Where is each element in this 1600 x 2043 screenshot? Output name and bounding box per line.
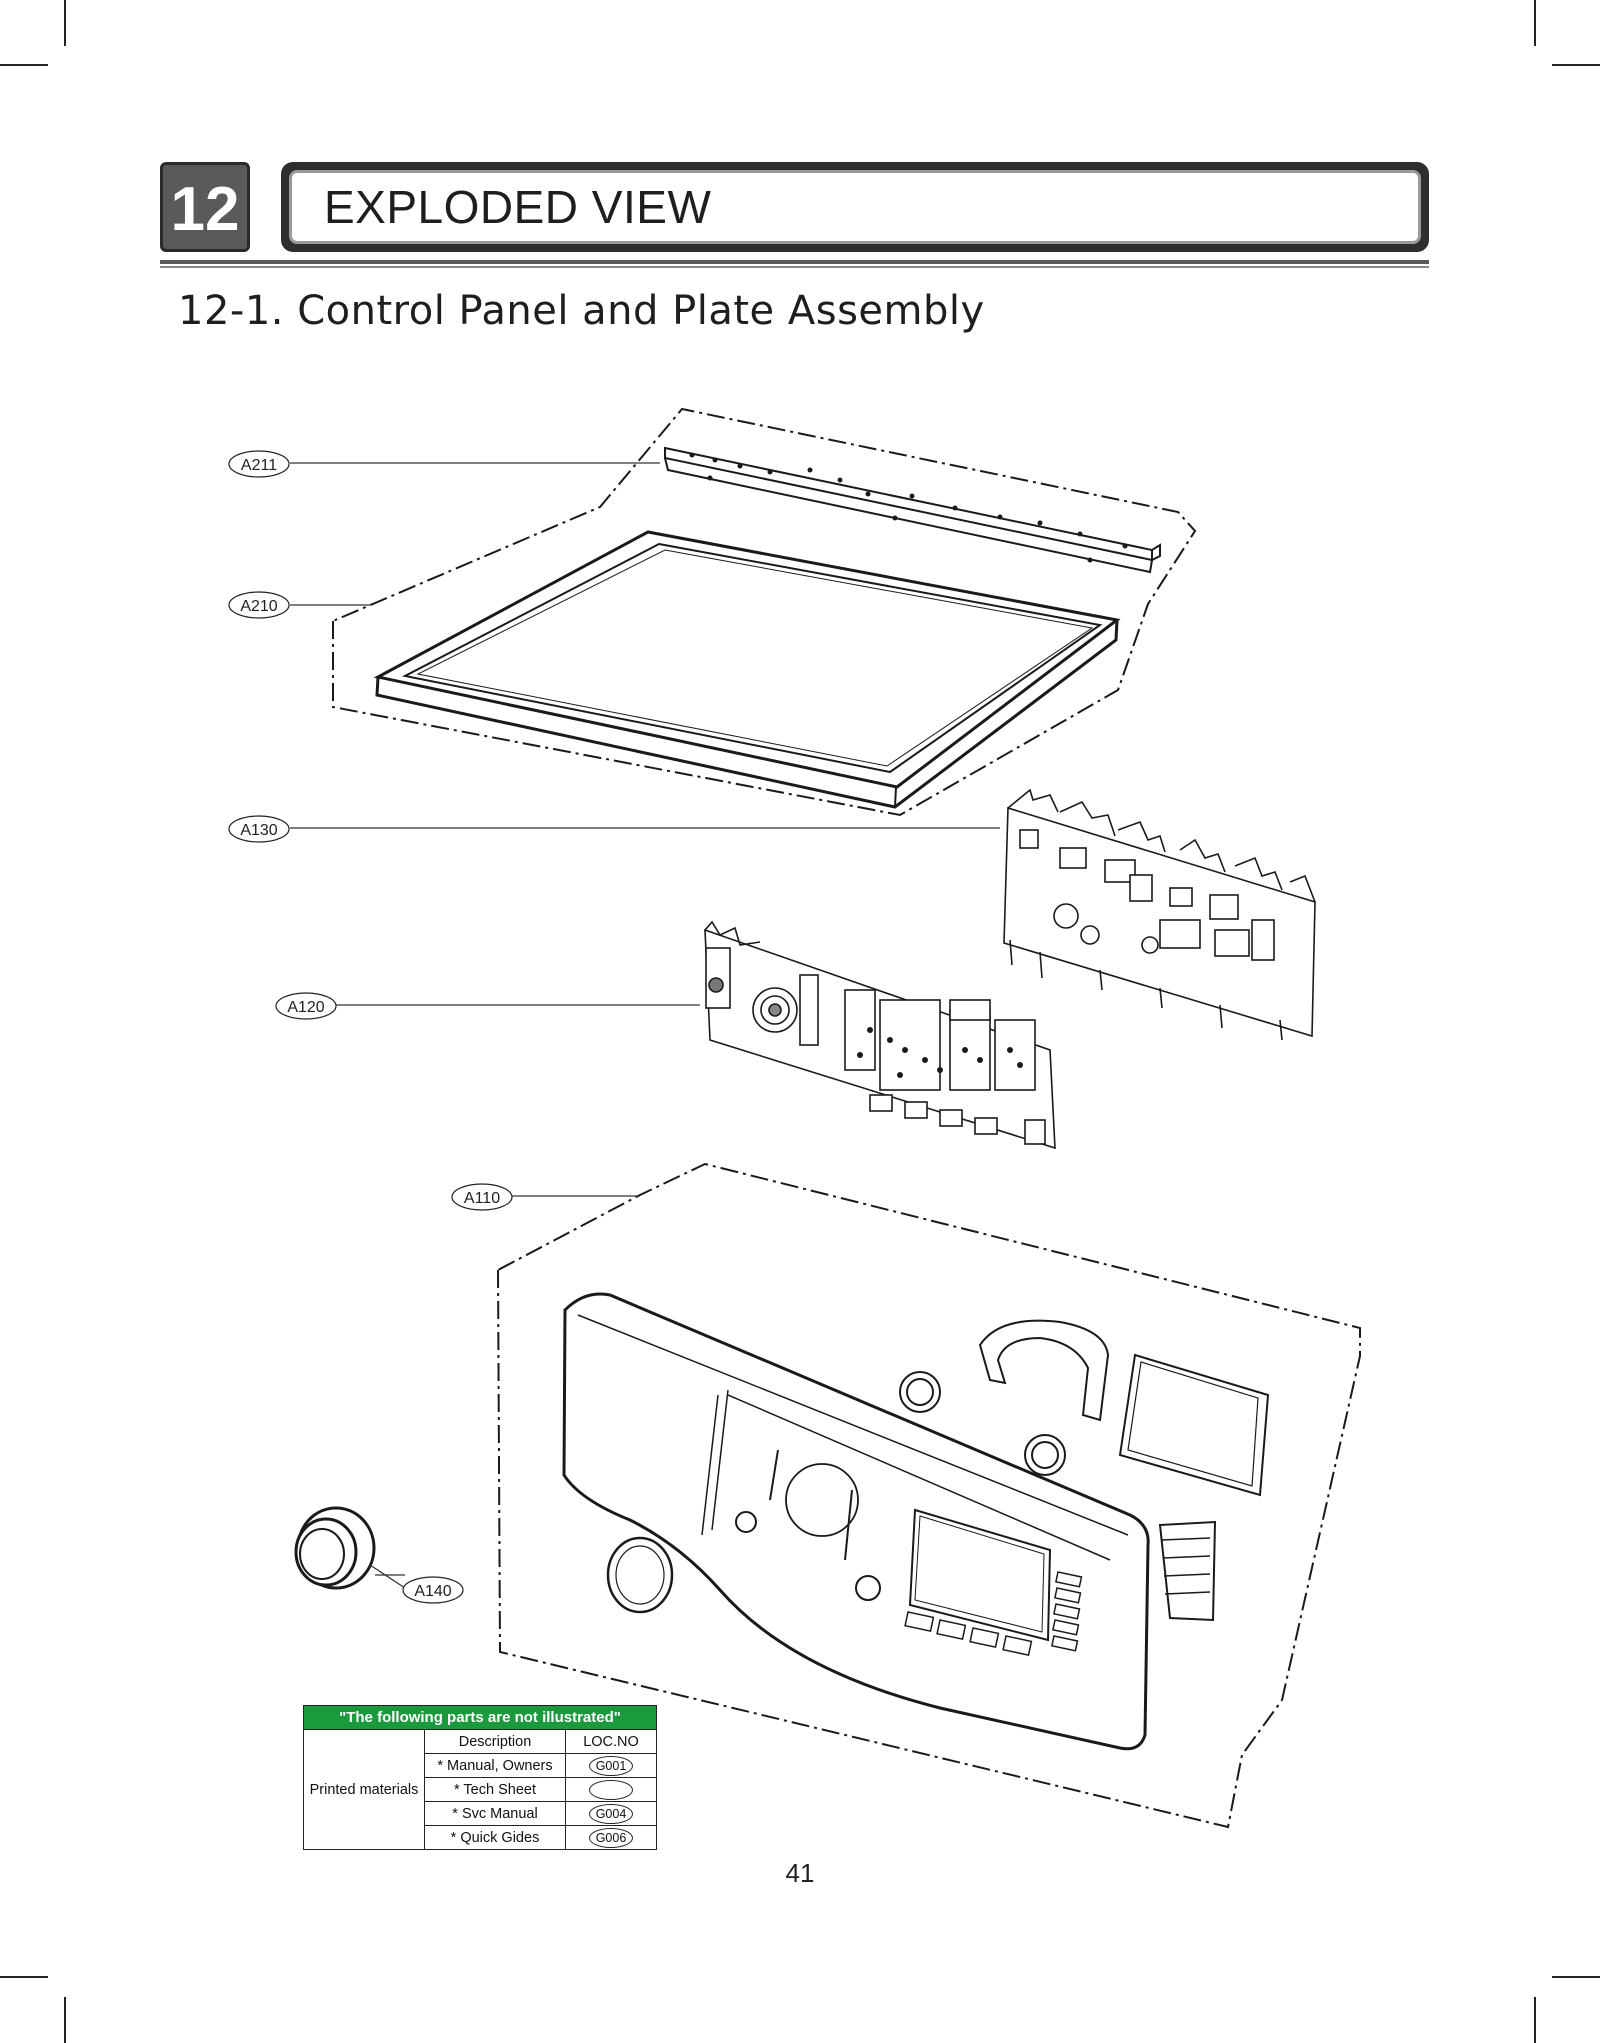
crop-mark (0, 1976, 48, 1978)
chapter-title: EXPLODED VIEW (324, 181, 712, 233)
top-plate-group-outline (332, 407, 1197, 817)
control-panel-cover-part (562, 1292, 1150, 1751)
panel-accessories (899, 1319, 1270, 1622)
callout-oval-a130 (228, 815, 290, 843)
top-plate-part (373, 530, 1121, 809)
callout-oval-a120 (275, 992, 337, 1020)
crop-mark (1534, 0, 1536, 46)
page-number: 41 (785, 1858, 815, 1888)
table-row: * Tech Sheet (304, 1777, 657, 1802)
pcb-housing-part (1003, 788, 1316, 1041)
callout-a120: A120 (287, 999, 324, 1016)
control-pcb-part (704, 920, 1056, 1150)
bracket-part (664, 446, 1161, 574)
group-cell: Printed materials (303, 1729, 425, 1850)
column-header-loc: LOC.NO (565, 1729, 657, 1754)
crop-mark (64, 1997, 66, 2043)
crop-mark (1534, 1997, 1536, 2043)
knob-part (294, 1506, 376, 1590)
callout-oval-a211 (228, 450, 290, 478)
callout-a210: A210 (240, 598, 277, 615)
crop-mark (0, 64, 48, 66)
section-title: 12-1. Control Panel and Plate Assembly (178, 288, 985, 334)
table-header: "The following parts are not illustrated… (303, 1705, 657, 1730)
callout-a211: A211 (241, 457, 277, 474)
row-description: * Svc Manual (424, 1801, 566, 1826)
callout-oval-a110 (451, 1183, 513, 1211)
column-header-description: Description (424, 1729, 566, 1754)
loc-number (589, 1779, 633, 1800)
crop-mark (64, 0, 66, 46)
chapter-title-frame: EXPLODED VIEW (281, 162, 1429, 252)
crop-mark (1552, 1976, 1600, 1978)
crop-mark (1552, 64, 1600, 66)
callout-a110: A110 (464, 1190, 500, 1207)
callout-a140: A140 (414, 1583, 451, 1600)
control-panel-group-outline (496, 1162, 1361, 1829)
callout-oval-a140 (402, 1576, 464, 1604)
callout-a130: A130 (240, 822, 277, 839)
header-rule-thin (160, 266, 1429, 268)
row-description: * Manual, Owners (424, 1753, 566, 1778)
callout-leaders (290, 462, 1000, 1589)
loc-number: G001 (589, 1755, 633, 1776)
header-rule (160, 260, 1429, 264)
loc-number: G006 (589, 1827, 633, 1848)
chapter-number-badge: 12 (160, 162, 250, 252)
row-description: * Quick Gides (424, 1825, 566, 1850)
parts-not-illustrated-table: "The following parts are not illustrated… (303, 1705, 657, 1850)
table-row: * Manual, Owners G001 (304, 1753, 657, 1778)
table-row: * Quick Gides G006 (304, 1825, 657, 1850)
row-description: * Tech Sheet (424, 1777, 566, 1802)
callout-ovals (228, 450, 513, 1604)
loc-number: G004 (589, 1803, 633, 1824)
callout-oval-a210 (228, 591, 290, 619)
table-row: * Svc Manual G004 (304, 1801, 657, 1826)
